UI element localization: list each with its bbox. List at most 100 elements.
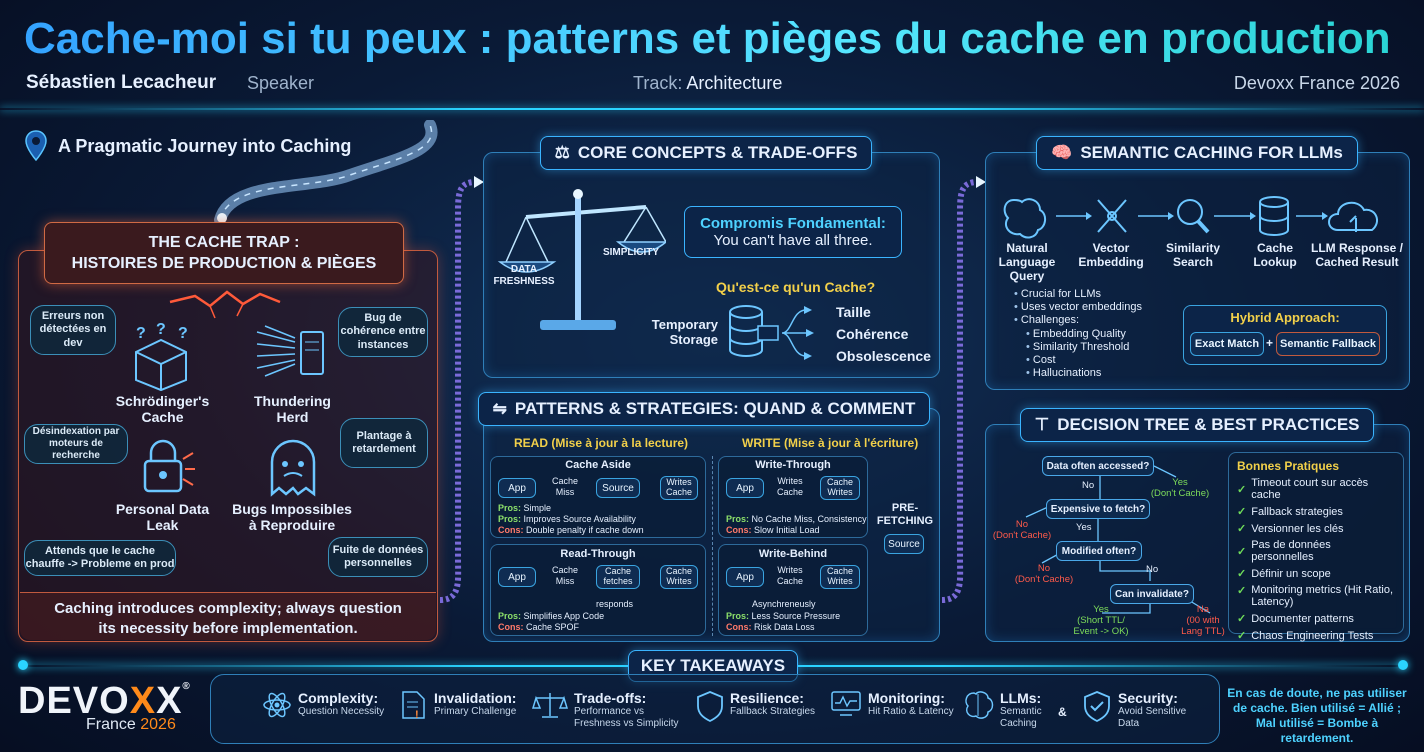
- temporary-storage-l1: Temporary: [651, 317, 718, 332]
- write-behind-cons: Risk Data Loss: [754, 621, 815, 632]
- simplicity-label: SIMPLICITY: [602, 247, 660, 258]
- q4-yes-l1: Yes: [1093, 604, 1109, 615]
- step-response: LLM Response /Cached Result: [1310, 241, 1404, 270]
- takeaway-monitoring: Monitoring:Hit Ratio & Latency: [830, 690, 954, 718]
- prefetching-source: Source: [884, 534, 924, 554]
- speaker-name: Sébastien Lecacheur: [26, 72, 217, 93]
- read-through-card: [490, 544, 706, 636]
- closing-message: En cas de doute, ne pas utiliser de cach…: [1222, 686, 1412, 746]
- check-icon: ✓: [1237, 585, 1247, 597]
- read-through-cons: Cache SPOF: [526, 621, 580, 632]
- connector-right: [941, 176, 986, 603]
- bp-item-3: ✓Versionner les clés: [1237, 522, 1395, 536]
- label-bugs-l2: à Reproduire: [248, 517, 336, 534]
- check-icon: ✓: [1237, 613, 1247, 625]
- takeaway-complexity-title: Complexity:: [298, 690, 379, 706]
- compromis-title: Compromis Fondamental:: [700, 215, 886, 232]
- compromis-box: Compromis Fondamental: You can't have al…: [684, 206, 902, 258]
- q1-yes-dont-l1: Yes: [1172, 477, 1188, 488]
- takeaway-tradeoffs-title: Trade-offs:: [574, 690, 647, 706]
- hybrid-title: Hybrid Approach:: [1230, 310, 1340, 325]
- document-warning-icon: !: [402, 691, 425, 720]
- check-icon: ✓: [1237, 630, 1247, 642]
- monitor-icon: [831, 691, 861, 716]
- prefetching-label: PRE-FETCHING: [876, 502, 934, 527]
- exact-match: Exact Match: [1190, 332, 1264, 356]
- takeaway-llms-title: LLMs:: [1000, 690, 1042, 706]
- bp-item-2: ✓Fallback strategies: [1237, 505, 1395, 519]
- write-through-title: Write-Through: [755, 459, 831, 471]
- label-bugs-l1: Bugs Impossibles: [232, 501, 352, 517]
- bp-item-4-text: Pas de données personnelles: [1251, 539, 1331, 563]
- ghost-icon: [270, 439, 316, 497]
- check-icon: ✓: [1237, 523, 1247, 535]
- read-through-cons-label: Cons:: [498, 621, 524, 632]
- patterns-tag: ⇋PATTERNS & STRATEGIES: QUAND & COMMENT: [478, 392, 930, 426]
- temporary-storage-l2: Storage: [669, 331, 718, 347]
- scale-icon: ⚖: [554, 143, 570, 162]
- takeaways-bar: [210, 674, 1220, 744]
- takeaway-tradeoffs-sub2: Freshness vs Simplicity: [574, 717, 679, 729]
- logo-pre: DEVO: [18, 680, 130, 722]
- devoxx-logo-sub: France 2026: [86, 716, 176, 734]
- cache-aside-title: Cache Aside: [565, 459, 631, 471]
- connector-left: [439, 176, 484, 603]
- step-embedding-l1: Vector: [1092, 241, 1130, 255]
- write-behind-app: App: [726, 567, 764, 587]
- write-through-writes: Cache Writes: [820, 476, 860, 500]
- cache-trap-title: THE CACHE TRAP : HISTOIRES DE PRODUCTION…: [44, 222, 404, 284]
- svg-text:?: ?: [136, 325, 146, 342]
- q4-yes-l2: (Short TTL/: [1077, 614, 1125, 626]
- step-embedding-l2: Embedding: [1078, 254, 1144, 269]
- bp-item-5: ✓Définir un scope: [1237, 567, 1395, 581]
- q4-yes-l3: Event -> OK): [1073, 625, 1129, 637]
- challenge-4: Hallucinations: [1026, 367, 1142, 380]
- semantic-tag: 🧠SEMANTIC CACHING FOR LLMs: [1036, 136, 1358, 170]
- bp-item-1: ✓Timeout court sur accès cache: [1237, 477, 1395, 501]
- q4-no-l1: Na: [1196, 604, 1210, 615]
- challenge-2: Similarity Threshold: [1026, 341, 1142, 354]
- takeaway-security-title: Security:: [1118, 690, 1178, 706]
- bp-title: Bonnes Pratiques: [1237, 459, 1340, 473]
- read-heading: READ (Mise à jour à la lecture): [514, 436, 689, 450]
- logo-sub-pre: France: [86, 716, 136, 733]
- takeaway-amp: &: [1058, 705, 1067, 719]
- read-through-pros: Simplifies App Code: [523, 611, 605, 621]
- bp-item-4: ✓Pas de données personnelles: [1237, 539, 1395, 563]
- write-through-edge: Writes Cache: [776, 476, 803, 498]
- q3-no-dont: No(Don't Cache): [1014, 563, 1074, 586]
- track-value: Architecture: [686, 73, 783, 93]
- write-behind-cons-label: Cons:: [726, 621, 752, 632]
- write-through-pros: No Cache Miss, Consistency: [751, 514, 867, 524]
- prefetching-l2: FETCHING: [876, 514, 934, 527]
- q2-no-dont: No(Don't Cache): [992, 519, 1052, 542]
- svg-text:?: ?: [156, 322, 166, 338]
- decision-tag-label: DECISION TREE & BEST PRACTICES: [1057, 415, 1360, 434]
- q-data-often: Data often accessed?: [1042, 456, 1154, 476]
- q-modified: Modified often?: [1056, 541, 1142, 561]
- q1-no: No: [1082, 480, 1095, 491]
- read-through-fetch: Cache fetches: [596, 565, 640, 589]
- data-freshness-l1: DATA: [510, 264, 538, 275]
- step-search-l1: Similarity: [1165, 241, 1221, 255]
- bubble-plantage: Plantage à retardement: [340, 418, 428, 468]
- bubble-coherence: Bug de cohérence entre instances: [338, 307, 428, 357]
- core-concepts-panel: [483, 152, 940, 378]
- track: Track: Architecture: [633, 73, 782, 94]
- label-schrodinger-l1: Schrödinger's: [115, 393, 210, 409]
- takeaways-dot-right: [1398, 660, 1408, 670]
- header-divider: [0, 108, 1424, 110]
- speaker-role: Speaker: [247, 73, 315, 93]
- bubble-desindexation: Désindexation par moteurs de recherche: [24, 424, 128, 464]
- q4-no-l3: Lang TTL): [1181, 625, 1225, 637]
- bp-item-6-text: Monitoring metrics (Hit Ratio,: [1251, 584, 1394, 596]
- cache-trap-title-l2: HISTOIRES DE PRODUCTION & PIÈGES: [71, 254, 377, 272]
- bp-item-6: ✓Monitoring metrics (Hit Ratio,Latency): [1237, 584, 1395, 608]
- read-through-pros-label: Pros:: [498, 611, 522, 621]
- challenge-3: Cost: [1026, 354, 1142, 367]
